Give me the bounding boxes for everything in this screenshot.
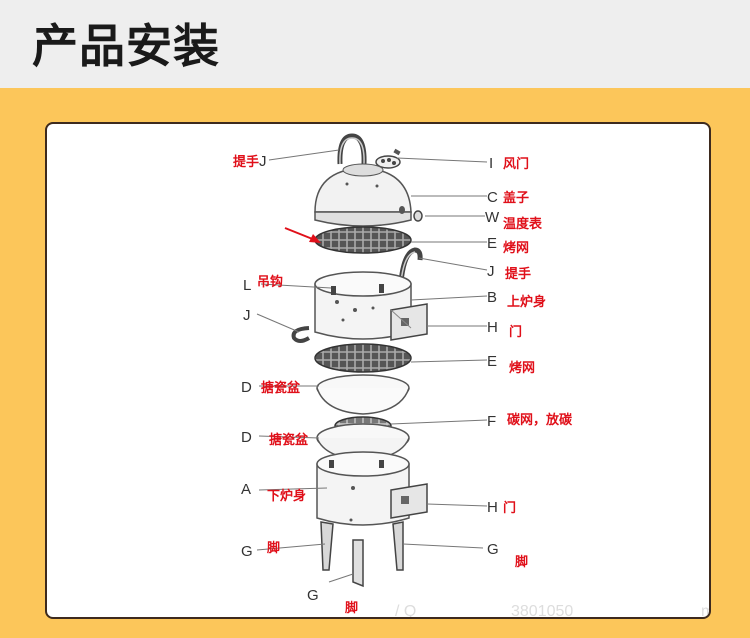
upper-body bbox=[314, 271, 412, 340]
leader-lines bbox=[256, 149, 488, 583]
label-cn: 提手 bbox=[505, 266, 531, 282]
label-letter: B bbox=[487, 289, 497, 306]
watermark-left: / Q bbox=[395, 603, 416, 619]
label-letter: J bbox=[487, 263, 495, 280]
label-letter: E bbox=[487, 235, 497, 252]
label-letter: F bbox=[487, 413, 496, 430]
label-letter: G bbox=[241, 543, 253, 560]
label-cn: 烤网 bbox=[503, 240, 529, 256]
label-letter: H bbox=[487, 499, 498, 516]
enamel-pan-1 bbox=[316, 374, 410, 415]
header-bar: 产品安装 bbox=[0, 0, 750, 88]
grill-top bbox=[314, 226, 412, 254]
legs bbox=[320, 521, 404, 588]
label-letter: W bbox=[485, 209, 500, 226]
label-cn: 门 bbox=[509, 324, 522, 340]
label-cn: 温度表 bbox=[503, 216, 543, 232]
grill-middle bbox=[314, 343, 412, 373]
label-letter: J bbox=[243, 307, 251, 324]
diagram-panel: J I C W E J L B J H E D F D A H G G G 提手… bbox=[45, 122, 711, 619]
label-cn: 碳网，放碳 bbox=[507, 412, 573, 428]
watermark-right: 3801050 bbox=[511, 603, 573, 619]
label-letter: D bbox=[241, 429, 252, 446]
lower-body bbox=[316, 451, 410, 526]
label-cn: 搪瓷盆 bbox=[269, 432, 309, 448]
label-letter: I bbox=[489, 155, 493, 172]
label-cn: 盖子 bbox=[503, 190, 529, 206]
label-letter: G bbox=[487, 541, 499, 558]
door-upper bbox=[390, 303, 428, 341]
label-cn: 脚 bbox=[345, 600, 358, 616]
watermark-suffix: m bbox=[701, 603, 711, 619]
red-arrow-icon bbox=[284, 227, 321, 243]
thermometer-gauge bbox=[413, 210, 423, 222]
left-handle bbox=[291, 326, 311, 343]
lid-dome bbox=[314, 163, 412, 227]
label-cn: 风门 bbox=[503, 156, 529, 172]
vent-damper bbox=[375, 148, 401, 169]
page-title: 产品安装 bbox=[32, 19, 220, 73]
label-cn: 下炉身 bbox=[267, 488, 306, 504]
label-cn: 门 bbox=[503, 500, 516, 516]
assembly-diagram: J I C W E J L B J H E D F D A H G G G 提手… bbox=[233, 133, 711, 619]
label-letter: D bbox=[241, 379, 252, 396]
label-cn: 烤网 bbox=[509, 360, 535, 376]
label-letter: A bbox=[241, 481, 251, 498]
label-letter: G bbox=[307, 587, 319, 604]
label-letter: E bbox=[487, 353, 497, 370]
label-letter: J bbox=[259, 153, 267, 170]
label-cn: 搪瓷盆 bbox=[261, 380, 301, 396]
label-cn: 吊钩 bbox=[257, 274, 283, 290]
label-letter: L bbox=[243, 277, 251, 294]
label-cn: 上炉身 bbox=[507, 294, 546, 310]
label-cn: 脚 bbox=[515, 554, 528, 570]
door-lower bbox=[390, 483, 428, 519]
label-cn: 提手 bbox=[233, 154, 259, 170]
label-cn: 脚 bbox=[267, 540, 280, 556]
label-letter: C bbox=[487, 189, 498, 206]
label-letter: H bbox=[487, 319, 498, 336]
top-handle bbox=[337, 133, 367, 165]
